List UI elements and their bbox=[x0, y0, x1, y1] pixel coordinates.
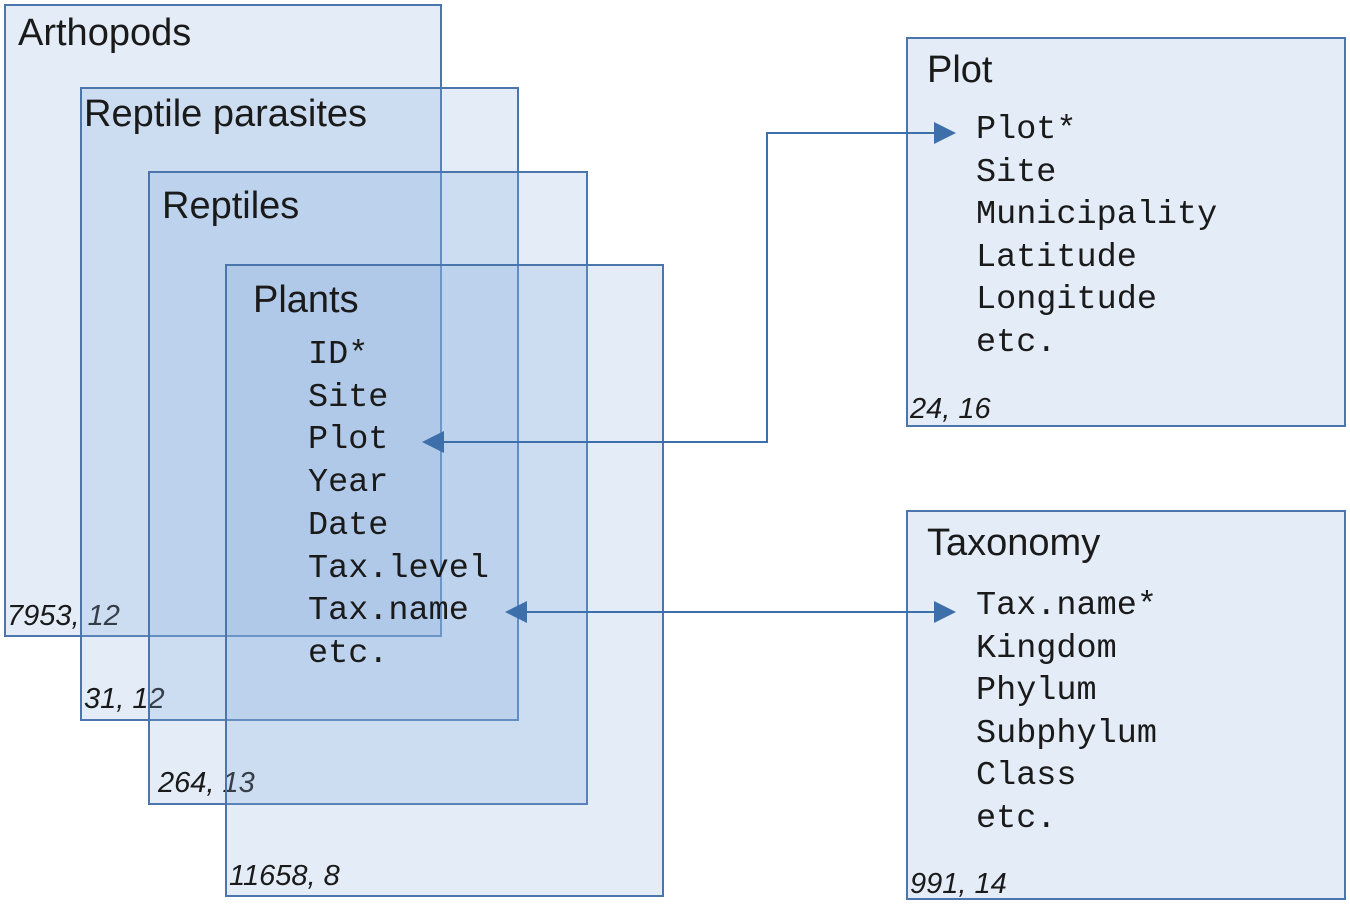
arrowhead-right-icon bbox=[934, 601, 956, 623]
table-count: 24, 16 bbox=[910, 393, 991, 425]
field-tax-name: Tax.name bbox=[308, 592, 469, 631]
field-tax-level: Tax.level bbox=[308, 549, 489, 588]
field-id: ID* bbox=[308, 336, 369, 374]
field-tax-name: Tax.name* bbox=[976, 587, 1157, 625]
taxonomy-link bbox=[505, 601, 956, 623]
table-title: Reptile parasites bbox=[84, 93, 368, 135]
arrowhead-left-icon bbox=[422, 431, 444, 453]
field-phylum: Phylum bbox=[976, 672, 1097, 711]
field-year: Year bbox=[308, 464, 389, 503]
table-reptile-parasites: Reptile parasites 31, 12 bbox=[80, 87, 519, 721]
field-list: Plot* Site Municipality Latitude Longitu… bbox=[976, 109, 1217, 365]
arrowhead-right-icon bbox=[934, 122, 956, 144]
field-etc: etc. bbox=[308, 634, 389, 673]
table-count: 7953, 12 bbox=[7, 600, 120, 632]
table-arthopods: Arthopods 7953, 12 bbox=[4, 4, 442, 637]
table-reptiles: Reptiles 264, 13 bbox=[148, 171, 588, 805]
field-etc: etc. bbox=[976, 323, 1057, 362]
field-class: Class bbox=[976, 757, 1077, 796]
plot-link-line bbox=[444, 132, 934, 443]
table-title: Arthopods bbox=[18, 12, 192, 54]
table-plot: Plot Plot* Site Municipality Latitude Lo… bbox=[906, 37, 1346, 427]
field-etc: etc. bbox=[976, 799, 1057, 838]
table-title: Plants bbox=[253, 279, 359, 321]
field-municipality: Municipality bbox=[976, 196, 1218, 235]
table-title: Reptiles bbox=[162, 185, 300, 227]
field-date: Date bbox=[308, 506, 389, 545]
table-taxonomy: Taxonomy Tax.name* Kingdom Phylum Subphy… bbox=[906, 510, 1346, 900]
table-title: Taxonomy bbox=[927, 522, 1101, 564]
field-list: Tax.name* Kingdom Phylum Subphylum Class… bbox=[976, 585, 1157, 841]
arrowhead-left-icon bbox=[505, 601, 527, 623]
field-longitude: Longitude bbox=[976, 281, 1157, 320]
field-latitude: Latitude bbox=[976, 238, 1137, 277]
field-site: Site bbox=[308, 378, 389, 417]
table-plants: Plants ID* Site Plot Year Date Tax.level… bbox=[225, 264, 664, 897]
field-list: ID* Site Plot Year Date Tax.level Tax.na… bbox=[308, 334, 489, 676]
table-count: 264, 13 bbox=[158, 767, 255, 799]
table-count: 991, 14 bbox=[910, 868, 1007, 900]
field-plot: Plot* bbox=[976, 111, 1077, 149]
plot-link bbox=[422, 122, 956, 453]
field-subphylum: Subphylum bbox=[976, 714, 1157, 753]
table-count: 31, 12 bbox=[84, 683, 165, 715]
table-count: 11658, 8 bbox=[229, 860, 340, 892]
field-kingdom: Kingdom bbox=[976, 629, 1117, 668]
field-site: Site bbox=[976, 153, 1057, 192]
table-title: Plot bbox=[927, 49, 993, 91]
field-plot: Plot bbox=[308, 421, 389, 460]
